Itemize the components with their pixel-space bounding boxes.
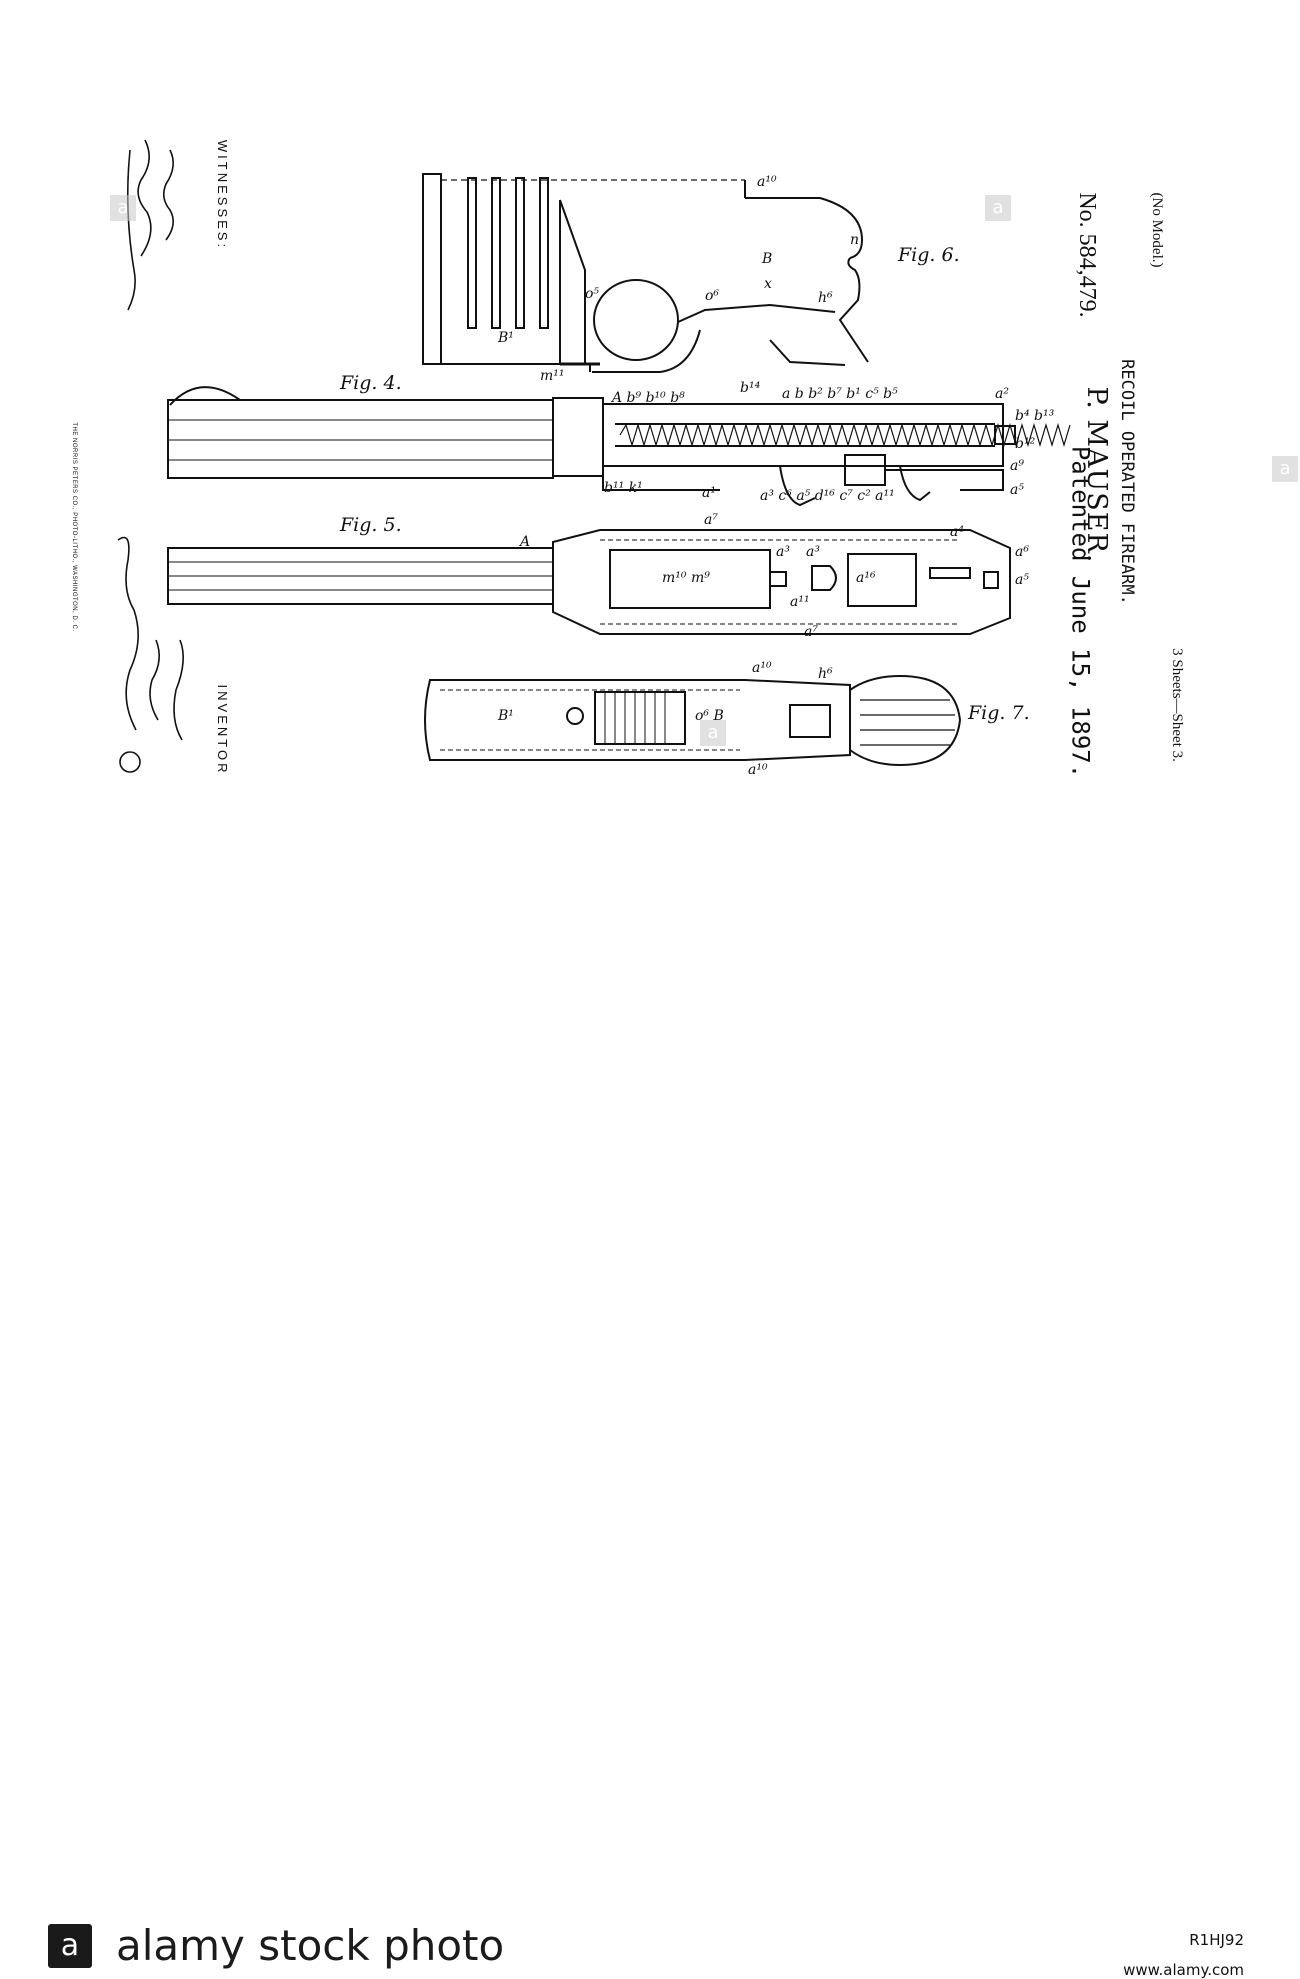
fig4-drawing (167, 386, 1071, 507)
svg-text:x: x (764, 276, 772, 292)
patent-sheet: (No Model.) No. 584,479. P. MAUSER. RECO… (0, 0, 1300, 955)
svg-text:A b⁹ b¹⁰ b⁸: A b⁹ b¹⁰ b⁸ (610, 390, 685, 406)
fig5-label: Fig. 5. (340, 514, 402, 536)
svg-text:a⁷: a⁷ (804, 624, 818, 640)
fig6-drawing (422, 173, 869, 373)
svg-text:B: B (761, 251, 772, 267)
svg-text:m¹⁰ m⁹: m¹⁰ m⁹ (662, 570, 710, 586)
watermark-icon: a (700, 720, 726, 746)
svg-text:a¹: a¹ (702, 485, 716, 501)
svg-text:b¹⁴: b¹⁴ (740, 380, 761, 396)
alamy-logo-icon: a (48, 1924, 92, 1968)
svg-text:a⁵: a⁵ (1010, 482, 1024, 498)
watermark-icon: a (985, 195, 1011, 221)
fig7-drawing (424, 674, 962, 767)
image-id: R1HJ92 (1189, 1931, 1244, 1949)
svg-text:b⁴ b¹³: b⁴ b¹³ (1015, 408, 1055, 424)
svg-text:b¹²: b¹² (1015, 436, 1036, 452)
svg-text:A: A (518, 534, 530, 550)
witness-signatures (126, 139, 174, 311)
site-url[interactable]: www.alamy.com (1123, 1961, 1244, 1979)
patent-drawings: a¹⁰ B x h⁶ n o⁶ o⁵ B¹ m¹¹ A b⁹ b¹⁰ b⁸ b¹… (117, 139, 1071, 778)
inventor-signatures (117, 536, 184, 773)
svg-text:a¹⁰: a¹⁰ (752, 660, 772, 676)
svg-text:B¹: B¹ (497, 330, 514, 346)
svg-text:a¹¹: a¹¹ (790, 594, 810, 610)
fig4-label: Fig. 4. (340, 372, 402, 394)
brand-text: alamy stock photo (116, 1921, 505, 1970)
fig5-drawing (167, 529, 1011, 635)
svg-text:a b b² b⁷ b¹ c⁵ b⁵: a b b² b⁷ b¹ c⁵ b⁵ (782, 386, 898, 402)
stock-footer: a alamy stock photo R1HJ92 www.alamy.com (0, 955, 1300, 1979)
svg-text:a²: a² (995, 386, 1009, 402)
svg-text:o⁵: o⁵ (585, 286, 599, 302)
svg-text:a³: a³ (776, 544, 790, 560)
svg-text:a⁴: a⁴ (950, 524, 964, 540)
svg-text:a¹⁰: a¹⁰ (757, 174, 777, 190)
svg-text:m¹¹: m¹¹ (540, 368, 565, 384)
fig7-label: Fig. 7. (968, 702, 1030, 724)
svg-text:h⁶: h⁶ (818, 290, 833, 306)
svg-text:a³: a³ (806, 544, 820, 560)
watermark-icon: a (1272, 456, 1298, 482)
svg-text:h⁶: h⁶ (818, 666, 833, 682)
svg-text:a¹⁶: a¹⁶ (856, 570, 876, 586)
svg-text:a⁵: a⁵ (1015, 572, 1029, 588)
svg-text:n: n (850, 232, 859, 248)
watermark-icon: a (110, 195, 136, 221)
svg-text:a⁶: a⁶ (1015, 544, 1029, 560)
svg-text:a³ c⁶ a⁵ d¹⁶ c⁷ c² a¹¹: a³ c⁶ a⁵ d¹⁶ c⁷ c² a¹¹ (760, 488, 895, 504)
svg-text:o⁶: o⁶ (705, 288, 719, 304)
svg-text:a⁷: a⁷ (704, 512, 718, 528)
fig6-label: Fig. 6. (898, 244, 960, 266)
svg-text:B¹: B¹ (497, 708, 514, 724)
svg-text:a⁹: a⁹ (1010, 458, 1024, 474)
svg-text:b¹¹ k¹: b¹¹ k¹ (604, 480, 643, 496)
svg-text:a¹⁰: a¹⁰ (748, 762, 768, 778)
